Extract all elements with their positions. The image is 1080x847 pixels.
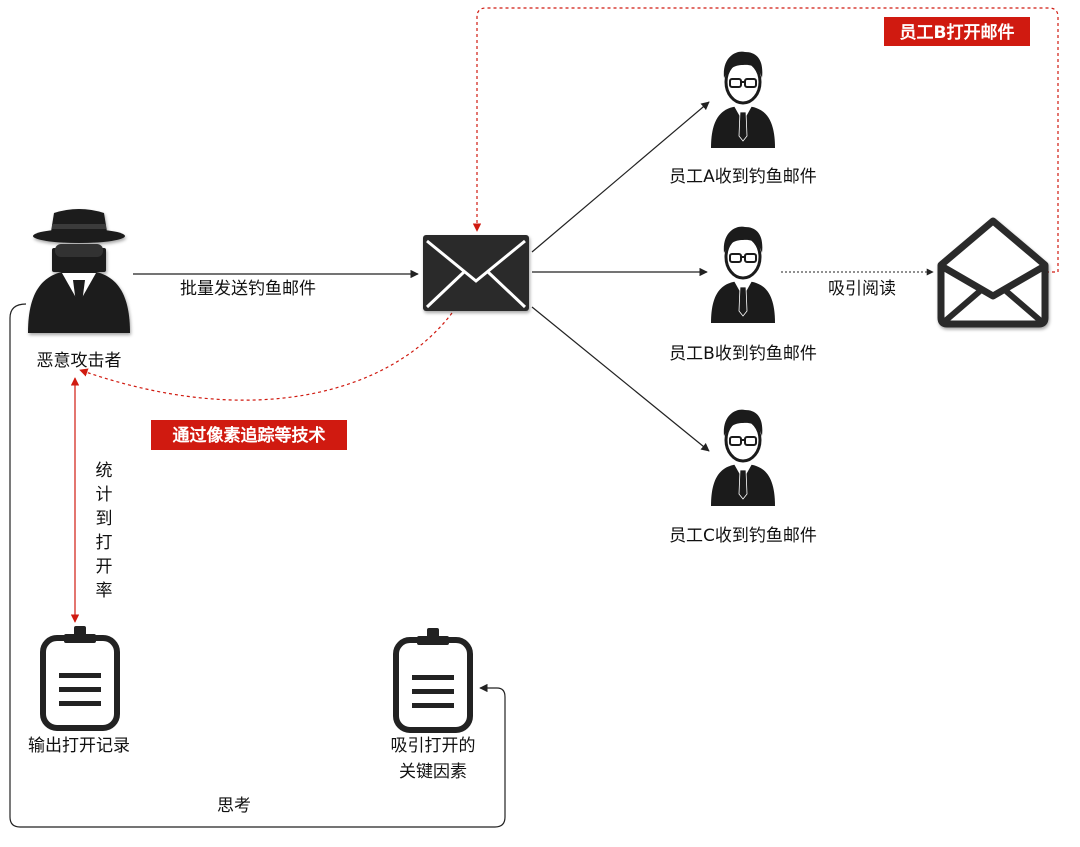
attract-label: 吸引阅读 [828, 279, 896, 299]
attacker-icon [28, 209, 130, 333]
open-mail-label: 员工B打开邮件 [900, 22, 1015, 43]
send-label: 批量发送钓鱼邮件 [180, 279, 316, 299]
output-record-clipboard-icon [43, 626, 117, 728]
employee-b-icon [709, 225, 777, 325]
employee-c-label: 员工C收到钓鱼邮件 [669, 526, 817, 546]
arrow-to-employee-a [531, 101, 710, 253]
svg-text:统: 统 [96, 461, 113, 481]
svg-text:打: 打 [96, 533, 113, 553]
key-factors-clipboard-icon [396, 628, 470, 730]
tracking-label: 通过像素追踪等技术 [173, 425, 326, 446]
key-factors-label-line1: 吸引打开的 [391, 736, 476, 756]
employee-a-icon [709, 50, 777, 150]
employee-b-label: 员工B收到钓鱼邮件 [669, 344, 817, 364]
employee-c-icon [709, 408, 777, 508]
opened-mail-icon [937, 217, 1049, 328]
think-loop-arrow [9, 303, 506, 828]
tracking-arrow [79, 312, 453, 401]
phishing-mail-icon [423, 235, 529, 311]
think-label: 思考 [217, 796, 251, 816]
svg-text:到: 到 [96, 509, 113, 529]
stats-label: 统 计 到 打 开 率 [96, 461, 113, 601]
employee-a-label: 员工A收到钓鱼邮件 [669, 167, 817, 187]
svg-text:率: 率 [96, 581, 113, 601]
svg-text:计: 计 [96, 485, 113, 505]
open-mail-label-box [884, 17, 1030, 46]
key-factors-label-line2: 关键因素 [399, 762, 467, 782]
arrow-to-employee-c [531, 306, 710, 452]
output-record-label: 输出打开记录 [28, 736, 130, 756]
svg-text:开: 开 [96, 557, 113, 577]
attacker-label: 恶意攻击者 [37, 351, 122, 371]
tracking-label-box [151, 420, 347, 450]
